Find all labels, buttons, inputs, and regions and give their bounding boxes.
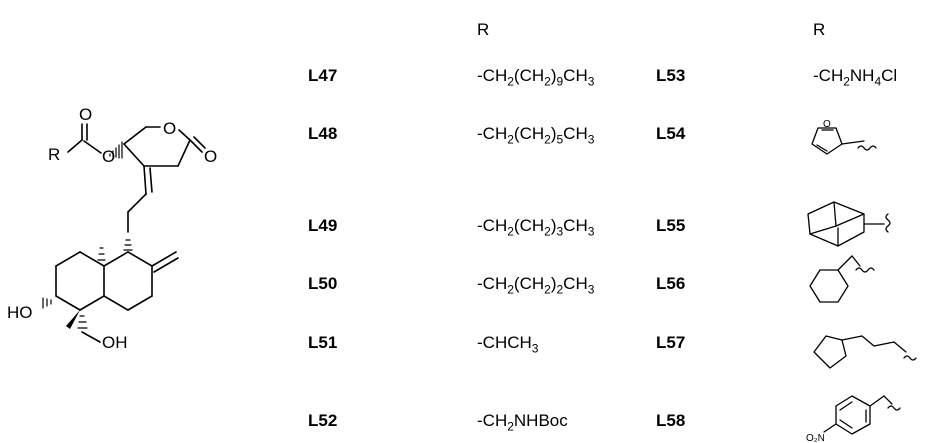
r-group-l50: -CH2(CH2)2CH3: [477, 274, 595, 297]
compound-id-l48: L48: [308, 124, 338, 143]
r-structures: O: [807, 119, 917, 435]
r-group-l48: -CH2(CH2)5CH3: [477, 124, 595, 147]
cyclopentylpropyl-structure: [813, 335, 917, 369]
r-group-l53: -CH2NH4Cl: [813, 66, 898, 89]
compound-id-l57: L57: [656, 333, 686, 352]
compound-id-l55: L55: [656, 216, 686, 235]
nitrobenzyl-structure: [823, 395, 901, 435]
compound-id-l58: L58: [656, 411, 686, 430]
svg-text:O: O: [823, 119, 831, 130]
compound-id-l53: L53: [656, 66, 686, 85]
methyl-hash-bond: [97, 247, 106, 261]
compound-id-l51: L51: [308, 333, 338, 352]
r-group-l52: -CH2NHBoc: [477, 411, 568, 434]
ring-oxygen: O: [163, 119, 176, 138]
r-group-label: R: [48, 145, 60, 164]
compound-id-l52: L52: [308, 411, 338, 430]
r-group-l49: -CH2(CH2)3CH3: [477, 216, 595, 239]
hydroxyl-label: HO: [7, 303, 33, 322]
r-group-l47: -CH2(CH2)9CH3: [477, 66, 595, 89]
compound-id-l56: L56: [656, 274, 686, 293]
chain-hash-bond: [123, 239, 133, 251]
compound-id-l47: L47: [308, 66, 338, 85]
hydroxymethyl-label: OH: [102, 333, 128, 352]
compound-id-l50: L50: [308, 274, 338, 293]
nitro-label: O₂N: [806, 433, 825, 443]
ch2oh-hash-bond: [77, 315, 88, 329]
r-group-l51: -CHCH3: [477, 333, 539, 356]
r-header-left: R: [477, 20, 490, 39]
r-header-right: R: [813, 20, 826, 39]
furan-structure: [811, 127, 877, 155]
core-structure: [42, 123, 206, 343]
ho-hash-bond: [42, 297, 52, 309]
cyclohexylmethyl-structure: [809, 255, 875, 303]
compound-id-l54: L54: [656, 124, 686, 143]
ester-hash-bond: [109, 141, 123, 159]
carbonyl-oxygen: O: [79, 105, 92, 124]
methyl-wedge-bond: [66, 310, 80, 329]
ester-oxygen: O: [102, 147, 115, 166]
compound-id-l49: L49: [308, 216, 338, 235]
lactone-carbonyl-oxygen: O: [204, 147, 217, 166]
adamantyl-structure: [807, 201, 891, 247]
